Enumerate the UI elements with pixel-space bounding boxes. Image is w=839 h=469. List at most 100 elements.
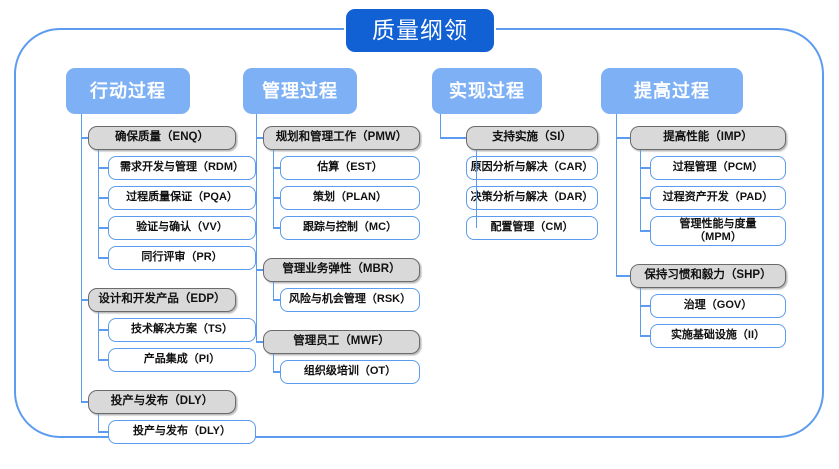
connector-leaf-stub — [273, 371, 280, 373]
connector-group-subtrunk — [273, 282, 275, 300]
connector-group-stub — [256, 137, 263, 139]
connector-leaf-stub — [98, 167, 108, 169]
column-header-2-label: 管理过程 — [262, 81, 338, 101]
leaf-box-2-1-2[interactable]: 策划（PLAN） — [280, 186, 420, 210]
connector-group-stub — [256, 341, 263, 343]
leaf-box-1-3-1[interactable]: 投产与发布（DLY） — [108, 420, 256, 444]
connector-group-stub — [616, 137, 630, 139]
leaf-box-2-3-1[interactable]: 组织级培训（OT） — [280, 360, 420, 384]
group-box-2-3[interactable]: 管理员工（MWF） — [263, 330, 420, 354]
group-box-2-2[interactable]: 管理业务弹性（MBR） — [263, 258, 420, 282]
leaf-box-3-1-2-label: 决策分析与解决（DAR） — [470, 191, 594, 204]
group-box-4-1-label: 提高性能（IMP） — [663, 131, 753, 144]
leaf-box-2-1-3-label: 跟踪与控制（MC） — [302, 221, 398, 234]
leaf-box-1-1-1-label: 需求开发与管理（RDM） — [119, 161, 245, 174]
connector-column-trunk — [616, 114, 618, 276]
diagram-title-label: 质量纲领 — [372, 17, 468, 43]
connector-leaf-stub — [640, 167, 650, 169]
connector-leaf-stub — [640, 197, 650, 199]
leaf-box-2-1-3[interactable]: 跟踪与控制（MC） — [280, 216, 420, 240]
connector-leaf-stub — [98, 257, 108, 259]
leaf-box-4-1-1-label: 过程管理（PCM） — [672, 161, 764, 174]
group-box-2-1[interactable]: 规划和管理工作（PMW） — [263, 126, 420, 150]
connector-group-stub — [81, 299, 88, 301]
leaf-box-3-1-3-label: 配置管理（CM） — [490, 221, 574, 234]
column-header-4[interactable]: 提高过程 — [601, 68, 743, 114]
connector-leaf-stub — [98, 431, 108, 433]
connector-leaf-stub — [98, 359, 108, 361]
connector-leaf-stub — [98, 197, 108, 199]
group-box-4-1[interactable]: 提高性能（IMP） — [630, 126, 786, 150]
group-box-1-3[interactable]: 投产与发布（DLY） — [88, 390, 236, 414]
connector-column-trunk — [256, 114, 258, 342]
leaf-box-1-2-2-label: 产品集成（PI） — [143, 353, 221, 366]
connector-column-trunk — [440, 114, 442, 138]
group-box-1-1[interactable]: 确保质量（ENQ） — [88, 126, 236, 150]
leaf-box-1-2-2[interactable]: 产品集成（PI） — [108, 348, 256, 372]
group-box-4-2[interactable]: 保持习惯和毅力（SHP） — [630, 264, 786, 288]
connector-leaf-stub — [640, 305, 650, 307]
leaf-box-2-1-2-label: 策划（PLAN） — [313, 191, 387, 204]
connector-group-subtrunk — [98, 312, 100, 360]
column-header-3-label: 实现过程 — [449, 81, 525, 101]
group-box-2-2-label: 管理业务弹性（MBR） — [282, 263, 401, 276]
leaf-box-4-1-3-label: 管理性能与度量 （MPM） — [679, 217, 757, 243]
leaf-box-1-1-2-label: 过程质量保证（PQA） — [126, 191, 238, 204]
leaf-box-1-1-4[interactable]: 同行评审（PR） — [108, 246, 256, 270]
leaf-box-2-1-1[interactable]: 估算（EST） — [280, 156, 420, 180]
leaf-box-2-2-1-label: 风险与机会管理（RSK） — [288, 293, 412, 306]
connector-leaf-stub — [273, 299, 280, 301]
leaf-box-1-1-3[interactable]: 验证与确认（VV） — [108, 216, 256, 240]
leaf-box-1-1-4-label: 同行评审（PR） — [141, 251, 223, 264]
connector-leaf-stub — [273, 167, 280, 169]
connector-group-subtrunk — [273, 354, 275, 372]
leaf-box-2-1-1-label: 估算（EST） — [317, 161, 383, 174]
connector-leaf-stub — [98, 329, 108, 331]
leaf-box-1-3-1-label: 投产与发布（DLY） — [133, 425, 231, 438]
connector-leaf-stub — [98, 227, 108, 229]
connector-group-stub — [616, 275, 630, 277]
leaf-box-2-2-1[interactable]: 风险与机会管理（RSK） — [280, 288, 420, 312]
column-header-1[interactable]: 行动过程 — [66, 68, 190, 114]
group-box-1-1-label: 确保质量（ENQ） — [115, 131, 209, 144]
connector-group-stub — [81, 401, 88, 403]
leaf-box-4-2-1[interactable]: 治理（GOV） — [650, 294, 786, 318]
connector-leaf-stub — [640, 335, 650, 337]
leaf-box-3-1-1[interactable]: 原因分析与解决（CAR） — [466, 156, 598, 180]
connector-group-stub — [256, 269, 263, 271]
leaf-box-4-1-1[interactable]: 过程管理（PCM） — [650, 156, 786, 180]
group-box-1-2-label: 设计和开发产品（EDP） — [98, 293, 226, 306]
connector-group-subtrunk — [476, 150, 478, 228]
leaf-box-1-2-1-label: 技术解决方案（TS） — [130, 323, 234, 336]
column-header-1-label: 行动过程 — [90, 81, 166, 101]
group-box-1-3-label: 投产与发布（DLY） — [110, 395, 214, 408]
leaf-box-4-2-2[interactable]: 实施基础设施（II） — [650, 324, 786, 348]
column-header-3[interactable]: 实现过程 — [432, 68, 542, 114]
diagram-title: 质量纲领 — [346, 9, 494, 52]
connector-group-stub — [440, 137, 466, 139]
leaf-box-1-2-1[interactable]: 技术解决方案（TS） — [108, 318, 256, 342]
leaf-box-4-1-2[interactable]: 过程资产开发（PAD） — [650, 186, 786, 210]
connector-leaf-stub — [273, 197, 280, 199]
leaf-box-4-2-2-label: 实施基础设施（II） — [670, 329, 766, 342]
column-header-4-label: 提高过程 — [634, 81, 710, 101]
leaf-box-3-1-1-label: 原因分析与解决（CAR） — [470, 161, 594, 174]
group-box-3-1[interactable]: 支持实施（SI） — [466, 126, 598, 150]
group-box-1-2[interactable]: 设计和开发产品（EDP） — [88, 288, 236, 312]
leaf-box-3-1-3[interactable]: 配置管理（CM） — [466, 216, 598, 240]
group-box-2-1-label: 规划和管理工作（PMW） — [275, 131, 408, 144]
connector-group-subtrunk — [273, 150, 275, 228]
leaf-box-4-1-2-label: 过程资产开发（PAD） — [662, 191, 774, 204]
group-box-4-2-label: 保持习惯和毅力（SHP） — [644, 269, 772, 282]
column-header-2[interactable]: 管理过程 — [243, 68, 357, 114]
connector-group-subtrunk — [640, 150, 642, 231]
leaf-box-1-1-1[interactable]: 需求开发与管理（RDM） — [108, 156, 256, 180]
leaf-box-3-1-2[interactable]: 决策分析与解决（DAR） — [466, 186, 598, 210]
leaf-box-1-1-2[interactable]: 过程质量保证（PQA） — [108, 186, 256, 210]
connector-group-subtrunk — [98, 150, 100, 258]
leaf-box-4-1-3[interactable]: 管理性能与度量 （MPM） — [650, 216, 786, 246]
leaf-box-4-2-1-label: 治理（GOV） — [683, 299, 753, 312]
group-box-3-1-label: 支持实施（SI） — [492, 131, 572, 144]
leaf-box-1-1-3-label: 验证与确认（VV） — [136, 221, 228, 234]
